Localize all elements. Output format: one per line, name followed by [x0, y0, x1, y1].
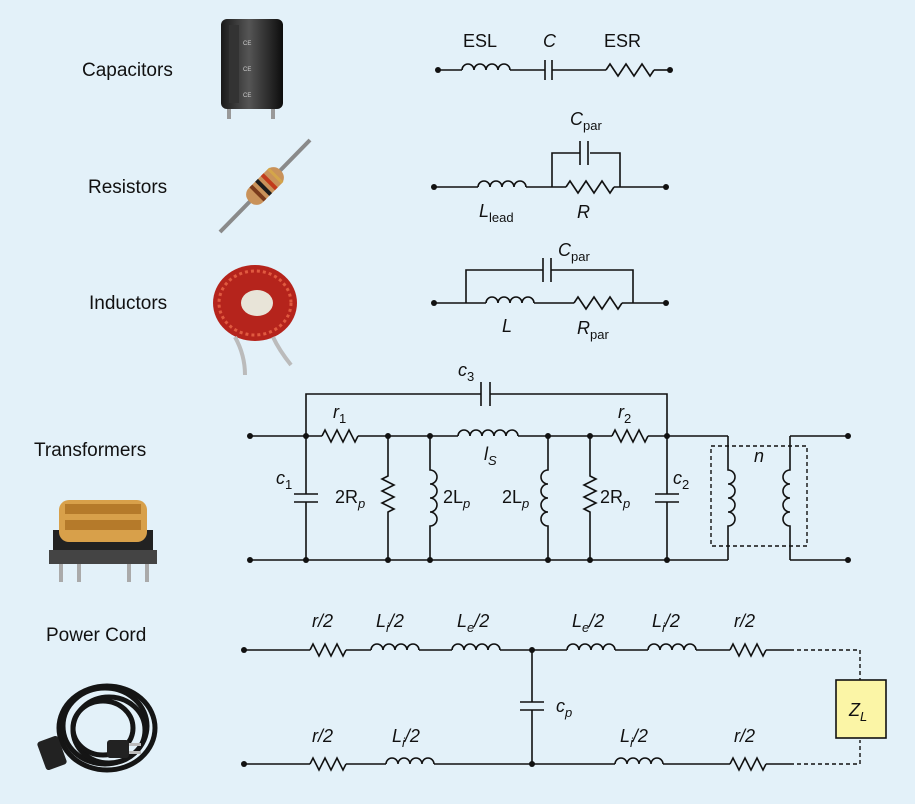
cp-label: cp: [556, 696, 572, 720]
zl-label: ZL: [848, 700, 867, 724]
transformer-circuit: c3 r1 lS r2 c1 2Rp 2Lp 2Lp 2Rp c2 n: [247, 360, 851, 563]
r-half-bottom-right-label: r/2: [734, 726, 755, 746]
ls-label: lS: [484, 444, 497, 468]
label-resistors: Resistors: [88, 177, 168, 198]
r-half-top-right-label: r/2: [734, 611, 755, 631]
resistor-circuit: Cpar Llead R: [431, 109, 669, 225]
svg-text:CE: CE: [243, 41, 251, 47]
label-inductors: Inductors: [89, 293, 168, 314]
r-half-top-left-label: r/2: [312, 611, 333, 631]
inductor-circuit: Cpar L Rpar: [431, 240, 669, 342]
c2-label: c2: [673, 468, 689, 492]
esl-label: ESL: [463, 31, 497, 51]
label-capacitors: Capacitors: [82, 60, 173, 81]
ind-c-par-label: Cpar: [558, 240, 590, 264]
lp-right-label: 2Lp: [502, 487, 529, 511]
lp-left-label: 2Lp: [443, 487, 470, 511]
li-top-left-label: Li/2: [376, 611, 404, 635]
li-bottom-right-label: Li/2: [620, 726, 648, 750]
c3-label: c3: [458, 360, 474, 384]
r2-label: r2: [618, 402, 631, 426]
rp-right-label: 2Rp: [600, 487, 630, 511]
r-label: R: [577, 202, 590, 222]
c-par-label: Cpar: [570, 109, 602, 133]
resistor-photo: [218, 138, 312, 234]
load-impedance-box: [835, 679, 887, 739]
label-power-cord: Power Cord: [46, 625, 147, 646]
toroid-inductor-photo: [213, 265, 297, 376]
l-label: L: [502, 316, 512, 336]
capacitor-photo: CE CE CE: [221, 19, 283, 119]
l-lead-label: Llead: [479, 201, 514, 225]
svg-text:CE: CE: [243, 67, 251, 73]
li-bottom-left-label: Li/2: [392, 726, 420, 750]
power-cord-photo: [37, 683, 158, 773]
c1-label: c1: [276, 468, 292, 492]
rp-left-label: 2Rp: [335, 487, 365, 511]
transformer-photo: [49, 500, 157, 582]
turns-ratio-label: n: [754, 446, 764, 466]
capacitor-circuit: ESL C ESR: [435, 31, 673, 80]
le-top-left-label: Le/2: [457, 611, 489, 635]
r-par-label: Rpar: [577, 318, 609, 342]
li-top-right-label: Li/2: [652, 611, 680, 635]
r1-label: r1: [333, 402, 346, 426]
esr-label: ESR: [604, 31, 641, 51]
capacitance-label: C: [543, 31, 557, 51]
label-transformers: Transformers: [34, 440, 147, 461]
power-cord-circuit: ZL r/2 Li/2 Le/2 Le/2 Li/2 r/2 cp r/2 Li…: [241, 611, 887, 772]
r-half-bottom-left-label: r/2: [312, 726, 333, 746]
le-top-right-label: Le/2: [572, 611, 604, 635]
svg-text:CE: CE: [243, 93, 251, 99]
